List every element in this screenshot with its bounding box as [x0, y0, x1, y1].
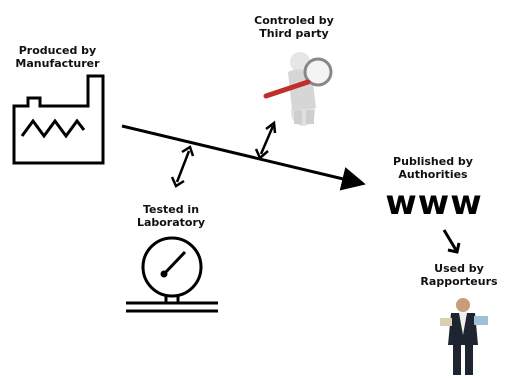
magnifier-person-icon	[266, 52, 331, 126]
pressure-gauge-icon	[126, 238, 218, 311]
factory-icon	[14, 76, 103, 163]
third-party-double-arrow	[256, 123, 275, 158]
third-party-label: Controled by Third party	[244, 14, 344, 40]
authorities-label: Published by Authorities	[383, 155, 483, 181]
businessman-icon	[440, 298, 488, 375]
www-to-rapporteurs-arrow	[444, 230, 459, 252]
www-text: www	[372, 183, 496, 223]
laboratory-label: Tested in Laboratory	[126, 203, 216, 229]
manufacturer-label: Produced by Manufacturer	[10, 44, 105, 70]
main-flow-arrow	[122, 126, 360, 183]
laboratory-double-arrow	[172, 147, 193, 186]
rapporteurs-label: Used by Rapporteurs	[416, 262, 502, 288]
